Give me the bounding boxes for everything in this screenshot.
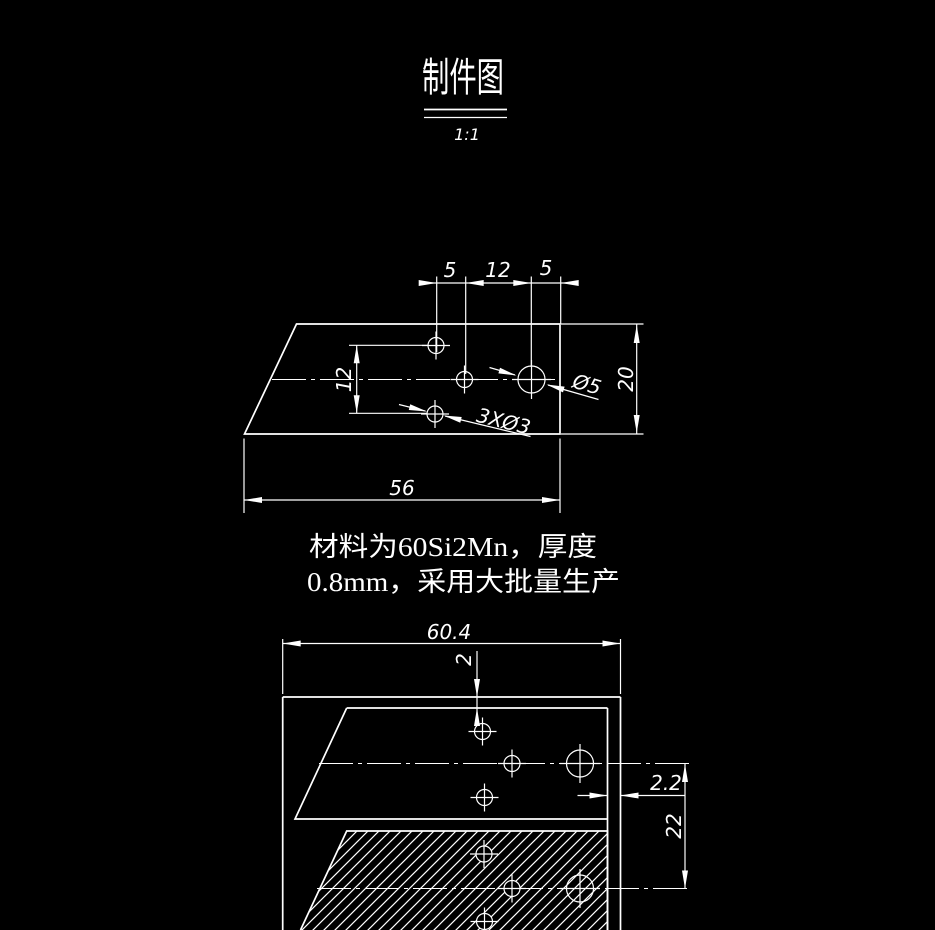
leader-dia5: Ø5 — [489, 366, 604, 401]
material-note-line2: 0.8mm，采用大批量生产 — [307, 567, 620, 597]
dim-5-left: 5 — [444, 258, 457, 282]
material-note: 材料为60Si2Mn，厚度 0.8mm，采用大批量生产 — [307, 532, 620, 597]
dim-strip-width: 60.4 — [282, 620, 622, 694]
drawing-title: 制件图 — [422, 55, 504, 100]
dim-2-2: 2.2 — [650, 771, 682, 795]
dim-top-margin: 2 — [452, 651, 480, 726]
dim-60-4: 60.4 — [427, 620, 472, 644]
drawing-scale-label: 1:1 — [454, 125, 480, 144]
hole-small-middle — [450, 365, 479, 394]
dim-hole-spacing-12: 12 — [332, 344, 429, 414]
dim-part-length-56: 56 — [243, 438, 561, 513]
part-top-view: 5 12 5 12 20 56 — [243, 256, 644, 513]
label-dia5: Ø5 — [569, 369, 604, 400]
strip-part2-holes — [470, 840, 600, 930]
material-note-line1: 材料为60Si2Mn，厚度 — [309, 532, 597, 562]
dim-2: 2 — [452, 653, 476, 666]
hole-small-bottom — [421, 400, 449, 428]
dim-5-right: 5 — [540, 256, 553, 280]
dim-top-chain: 5 12 5 — [418, 256, 579, 374]
strip-part2-outline — [299, 830, 609, 930]
strip-part1-holes — [468, 717, 600, 812]
dim-12-left: 12 — [332, 367, 356, 392]
dim-part-height-20: 20 — [561, 323, 644, 435]
part-outline — [243, 323, 561, 435]
dim-pitch: 22 — [662, 764, 688, 889]
dim-56: 56 — [389, 476, 414, 500]
dim-22: 22 — [662, 813, 686, 838]
drawing-title-block: 制件图 1:1 — [422, 55, 507, 144]
dim-20: 20 — [614, 366, 638, 391]
dim-side-margin: 2.2 — [577, 771, 685, 799]
strip-layout-view: 60.4 2 2.2 22 — [281, 620, 693, 930]
strip-part2-hatched — [300, 831, 608, 930]
dim-12-top: 12 — [485, 258, 510, 282]
strip-outline — [281, 696, 622, 930]
